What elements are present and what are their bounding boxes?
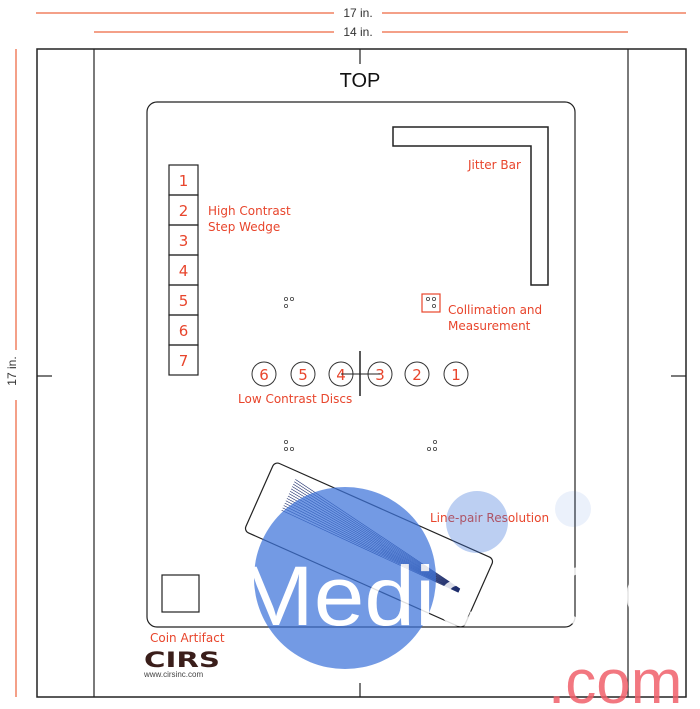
dimension-label: 17 in. <box>5 356 19 385</box>
step-number: 3 <box>179 232 189 250</box>
disc-number: 6 <box>259 366 269 384</box>
contrast-disc <box>251 361 277 387</box>
step-number: 1 <box>179 172 189 190</box>
dimension-17in-horizontal: 17 in. <box>36 6 686 20</box>
step-number: 5 <box>179 292 189 310</box>
contrast-disc <box>404 361 430 387</box>
step-number: 4 <box>179 262 189 280</box>
step-wedge-label: Step Wedge <box>208 220 280 234</box>
step-wedge: 1 2 3 4 5 6 7 <box>168 164 199 376</box>
cirs-logo: CIRS <box>144 648 220 672</box>
outer-frame <box>36 48 687 698</box>
low-contrast-label: Low Contrast Discs <box>238 392 352 406</box>
contrast-disc <box>290 361 316 387</box>
watermark-text: MedicalQC <box>238 549 688 643</box>
step-wedge-label: High Contrast <box>208 204 291 218</box>
coin-artifact-square <box>161 574 200 613</box>
line-pair-label: Line-pair Resolution <box>430 511 549 525</box>
disc-number: 4 <box>336 366 346 384</box>
disc-number: 3 <box>375 366 385 384</box>
watermark-suffix: .com <box>548 648 682 709</box>
cirs-url: www.cirsinc.com <box>143 670 203 679</box>
top-label: TOP <box>340 70 381 92</box>
step-number: 7 <box>179 352 189 370</box>
marker-dots <box>283 296 437 451</box>
disc-number: 5 <box>298 366 308 384</box>
disc-number: 2 <box>412 366 422 384</box>
step-wedge-cell <box>168 344 199 376</box>
watermark: MedicalQC .com <box>238 487 688 709</box>
dimension-label: 17 in. <box>343 6 372 20</box>
jitter-bar <box>392 126 549 286</box>
step-number: 2 <box>179 202 189 220</box>
collimation-marker <box>421 293 441 313</box>
collimation-label: Measurement <box>448 319 531 333</box>
contrast-disc <box>443 361 469 387</box>
coin-artifact-label: Coin Artifact <box>150 631 225 645</box>
disc-number: 1 <box>451 366 461 384</box>
dimension-14in-horizontal: 14 in. <box>94 25 628 39</box>
dimension-label: 14 in. <box>343 25 372 39</box>
dimension-17in-vertical: 17 in. <box>5 49 19 697</box>
step-number: 6 <box>179 322 189 340</box>
jitter-bar-label: Jitter Bar <box>467 158 521 172</box>
collimation-label: Collimation and <box>448 303 542 317</box>
